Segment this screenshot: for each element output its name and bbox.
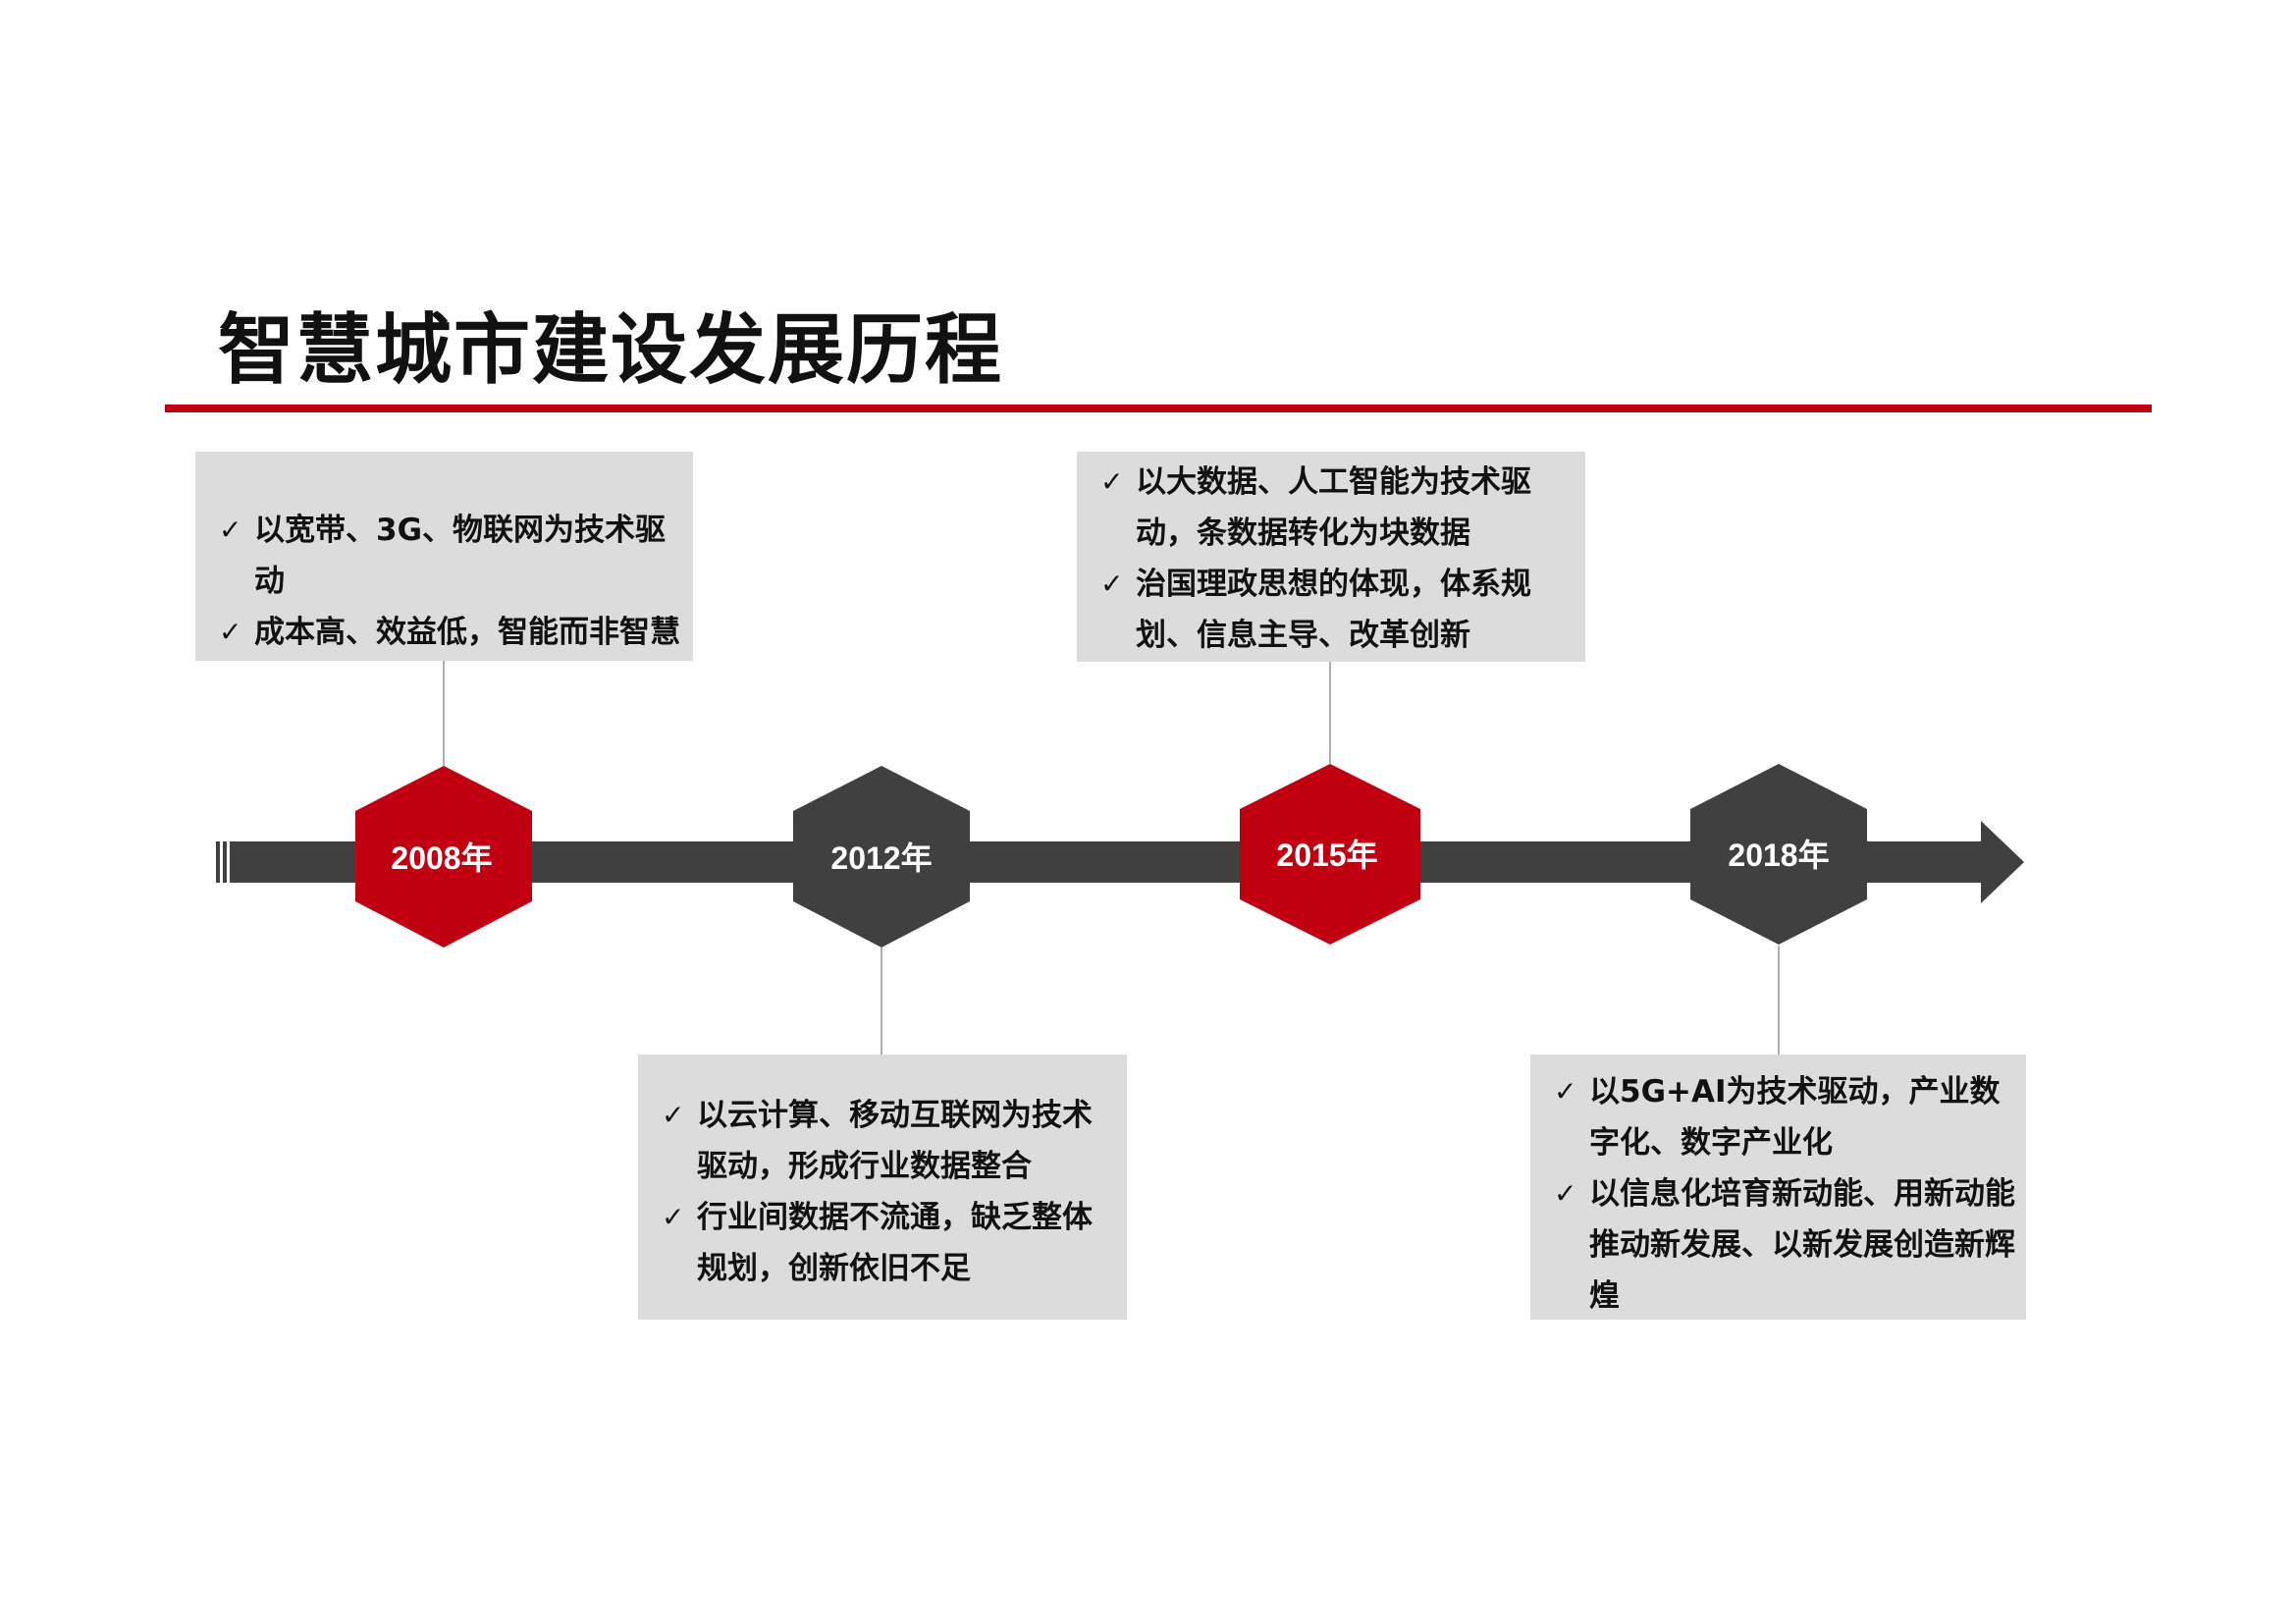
bullet-text: 以大数据、人工智能为技术驱动，条数据转化为块数据 (1136, 464, 1531, 551)
check-icon: ✓ (219, 514, 242, 546)
bullet-text: 以宽带、3G、物联网为技术驱动 (254, 513, 667, 599)
bullet-text: 以5G+AI为技术驱动，产业数字化、数字产业化 (1589, 1074, 2001, 1161)
page-title: 智慧城市建设发展历程 (218, 306, 1004, 395)
bullet-item: ✓ 行业间数据不流通，缺乏整体规划，创新依旧不足 (648, 1192, 1117, 1294)
bullet-text: 成本高、效益低，智能而非智慧 (254, 615, 680, 650)
check-icon: ✓ (662, 1099, 685, 1131)
bullet-item: ✓ 治国理政思想的体现，体系规划、信息主导、改革创新 (1087, 559, 1575, 661)
hexagon-2008 (355, 766, 532, 947)
check-icon: ✓ (1100, 568, 1124, 600)
bullet-text: 以信息化培育新动能、用新动能推动新发展、以新发展创造新辉煌 (1589, 1176, 2015, 1314)
milestone-card-2012: ✓ 以云计算、移动互联网为技术驱动，形成行业数据整合 ✓ 行业间数据不流通，缺乏整体… (638, 1055, 1127, 1320)
check-icon: ✓ (662, 1201, 685, 1233)
check-icon: ✓ (219, 616, 242, 648)
title-underline (165, 405, 2152, 412)
hexagon-2015 (1240, 764, 1420, 945)
bullet-item: ✓ 以宽带、3G、物联网为技术驱动 (205, 505, 683, 607)
year-label-2015: 2015年 (1276, 838, 1377, 873)
bullet-item: ✓ 以信息化培育新动能、用新动能推动新发展、以新发展创造新辉煌 (1540, 1168, 2016, 1322)
bullet-item: ✓ 以5G+AI为技术驱动，产业数字化、数字产业化 (1540, 1066, 2016, 1168)
bullet-item: ✓ 以云计算、移动互联网为技术驱动，形成行业数据整合 (648, 1090, 1117, 1192)
bullet-text: 治国理政思想的体现，体系规划、信息主导、改革创新 (1136, 567, 1531, 653)
hexagon-2018 (1690, 764, 1867, 945)
year-label-2012: 2012年 (830, 840, 932, 876)
bullet-item: ✓ 以大数据、人工智能为技术驱动，条数据转化为块数据 (1087, 457, 1575, 559)
milestone-card-2018: ✓ 以5G+AI为技术驱动，产业数字化、数字产业化 ✓ 以信息化培育新动能、用新动能… (1530, 1055, 2026, 1320)
bullet-item: ✓ 成本高、效益低，智能而非智慧 (205, 607, 683, 658)
milestone-card-2008: ✓ 以宽带、3G、物联网为技术驱动 ✓ 成本高、效益低，智能而非智慧 (195, 452, 693, 661)
bullet-text: 以云计算、移动互联网为技术驱动，形成行业数据整合 (697, 1098, 1093, 1184)
check-icon: ✓ (1554, 1177, 1577, 1210)
year-label-2008: 2008年 (391, 840, 492, 876)
check-icon: ✓ (1100, 465, 1124, 498)
bullet-text: 行业间数据不流通，缺乏整体规划，创新依旧不足 (697, 1200, 1093, 1286)
milestone-card-2015: ✓ 以大数据、人工智能为技术驱动，条数据转化为块数据 ✓ 治国理政思想的体现，体系规… (1077, 452, 1585, 662)
check-icon: ✓ (1554, 1075, 1577, 1108)
hexagon-2012 (793, 766, 970, 947)
year-label-2018: 2018年 (1728, 838, 1829, 873)
